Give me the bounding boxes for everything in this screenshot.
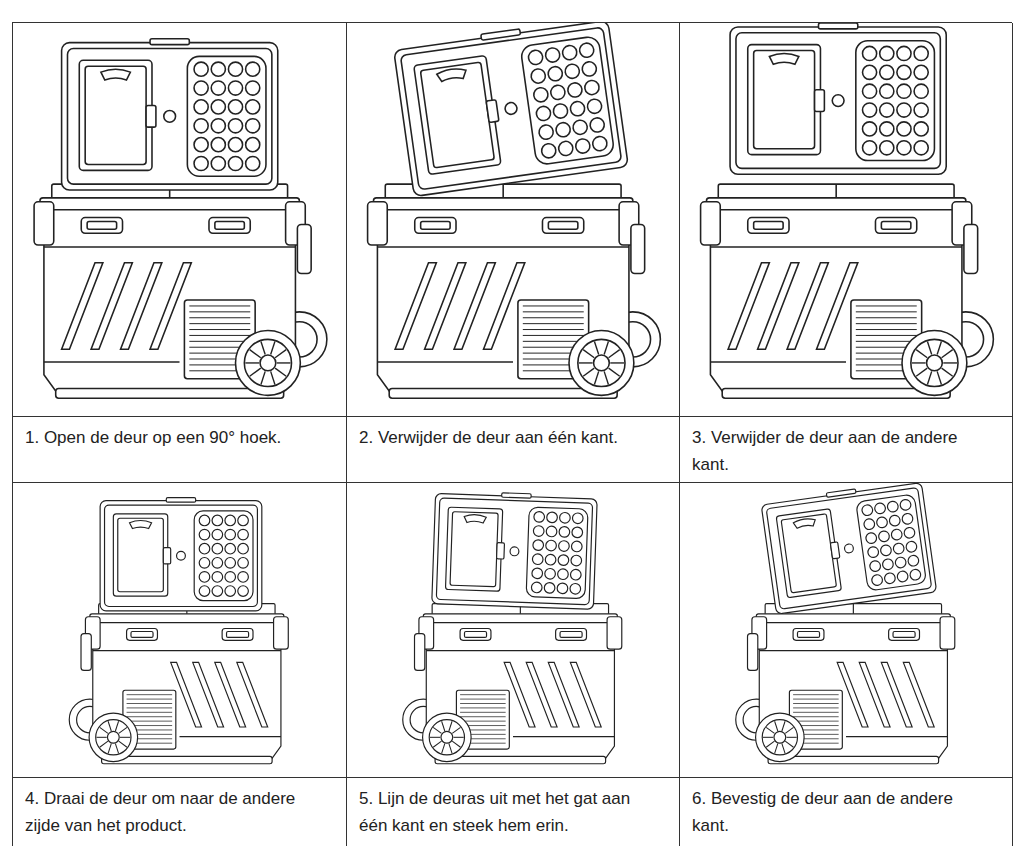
cooler-illustration [13,23,346,416]
cooler-lid [761,483,937,614]
step-caption: 5. Lijn de deuras uit met het gat aan éé… [359,785,651,839]
step-caption: 1. Open de deur op een 90° hoek. [25,424,317,451]
cooler-lid [730,23,946,174]
step-image [680,23,1013,417]
cooler-lid [393,23,628,196]
cooler-illustration [680,23,1012,416]
step-caption: 2. Verwijder de deur aan één kant. [359,424,651,451]
cooler-body [736,604,955,764]
step-image [680,483,1013,778]
cooler-body [34,184,327,398]
cooler-body [701,184,994,398]
step-caption: 4. Draai de deur om naar de andere zijde… [25,785,317,839]
step-caption-cell: 5. Lijn de deuras uit met het gat aan éé… [347,778,680,846]
step-image [13,23,347,417]
cooler-body [69,604,288,764]
step-caption-cell: 6. Bevestig de deur aan de andere kant. [680,778,1013,846]
step-image [347,483,680,778]
steps-table: 1. Open de deur op een 90° hoek. 2. Verw… [12,22,1012,846]
step-caption-cell: 2. Verwijder de deur aan één kant. [347,417,680,483]
cooler-illustration [680,483,1012,777]
cooler-illustration [13,483,346,777]
step-image [347,23,680,417]
step-caption-cell: 1. Open de deur op een 90° hoek. [13,417,347,483]
cooler-body [368,184,661,398]
cooler-lid [100,498,262,611]
step-caption: 3. Verwijder de deur aan de andere kant. [692,424,984,478]
step-image [13,483,347,778]
cooler-lid [62,39,278,190]
cooler-body [403,604,622,764]
cooler-illustration [347,23,679,416]
cooler-illustration [347,483,679,777]
step-caption: 6. Bevestig de deur aan de andere kant. [692,785,984,839]
cooler-lid [432,491,598,610]
step-caption-cell: 4. Draai de deur om naar de andere zijde… [13,778,347,846]
step-caption-cell: 3. Verwijder de deur aan de andere kant. [680,417,1013,483]
